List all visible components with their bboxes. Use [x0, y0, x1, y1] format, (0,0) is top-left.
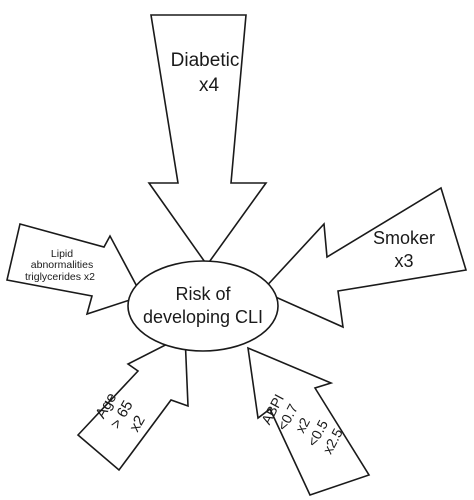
abpi-arrow-shape: [247, 346, 371, 496]
age-arrow: Age > 65 x2: [76, 333, 189, 472]
smoker-arrow: Smoker x3: [260, 186, 468, 329]
lipid-arrow: Lipid abnormalities triglycerides x2: [6, 223, 144, 316]
center-label-line1: Risk of: [175, 284, 231, 304]
center-ellipse: [127, 260, 279, 352]
diabetic-arrow-shape: [147, 14, 268, 267]
lipid-arrow-shape: [6, 223, 144, 316]
age-arrow-shape: [76, 333, 189, 472]
lipid-label-line2: abnormalities: [31, 259, 93, 271]
smoker-arrow-shape: [260, 186, 468, 329]
diabetic-multiplier: x4: [199, 75, 220, 96]
abpi-multiplier-1: x2: [292, 415, 313, 436]
age-multiplier: x2: [126, 413, 149, 435]
abpi-arrow: ABPI <0.7 x2 <0.5 x2.5: [247, 346, 371, 496]
diabetic-arrow: Diabetic x4: [147, 14, 268, 267]
lipid-label-line1: Lipid: [51, 248, 73, 260]
center-label-line2: developing CLI: [143, 307, 263, 327]
center-node: Risk of developing CLI: [127, 260, 279, 352]
lipid-label-line3: triglycerides x2: [25, 271, 95, 283]
smoker-label: Smoker: [373, 228, 435, 248]
smoker-multiplier: x3: [394, 251, 413, 271]
diabetic-label: Diabetic: [171, 50, 240, 71]
